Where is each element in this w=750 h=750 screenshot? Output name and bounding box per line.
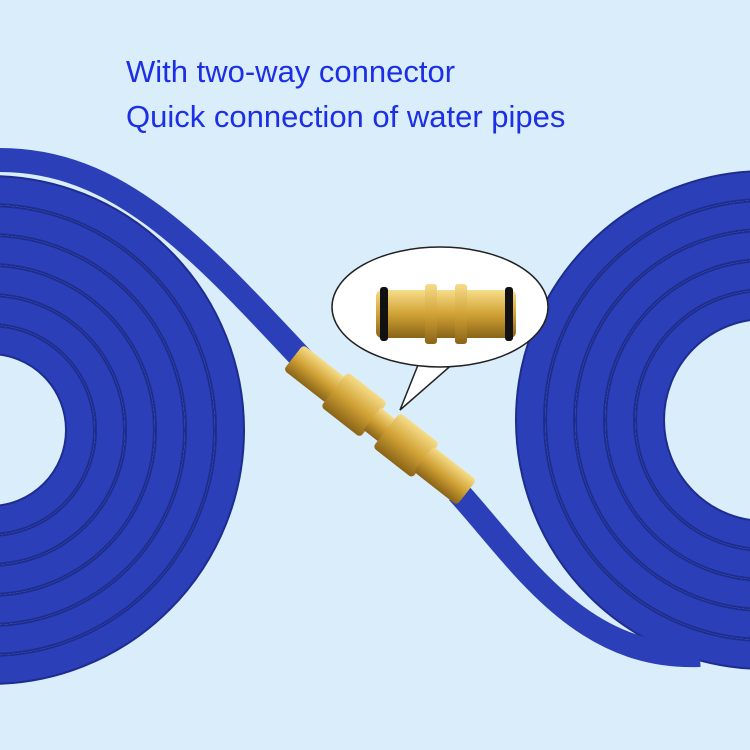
- hose-left-lead: [0, 148, 314, 371]
- brass-connector-assembly: [285, 346, 475, 504]
- hose-right-lead: [449, 483, 701, 668]
- left-hose-coil: [0, 175, 245, 685]
- right-hose-coil: [515, 170, 750, 670]
- speech-bubble: [331, 246, 549, 411]
- two-way-connector-closeup: [376, 284, 516, 344]
- caption-line-2: Quick connection of water pipes: [126, 99, 566, 134]
- caption-line-1: With two-way connector: [126, 54, 456, 89]
